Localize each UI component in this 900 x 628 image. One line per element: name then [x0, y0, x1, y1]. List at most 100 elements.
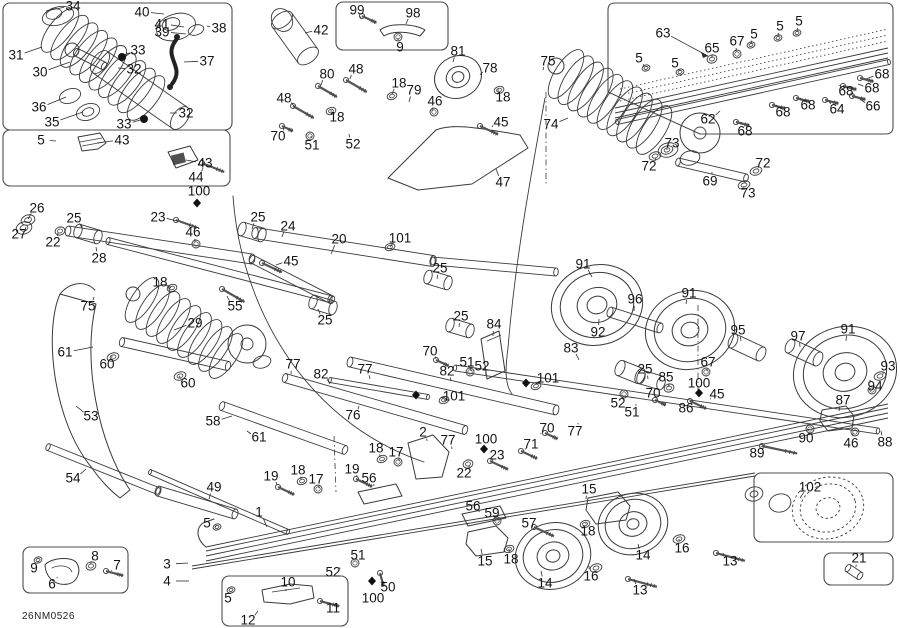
part-label-57: 57 [521, 516, 536, 531]
part-label-77: 77 [567, 424, 582, 439]
part-label-68: 68 [737, 124, 752, 139]
part-label-18: 18 [290, 463, 305, 478]
part-label-97: 97 [790, 329, 805, 344]
callout-leader [865, 75, 874, 80]
part-label-80: 80 [319, 67, 334, 82]
callout-leader [75, 405, 84, 413]
part-label-46: 46 [427, 94, 442, 109]
callout-leader [756, 168, 759, 170]
callout-leader [715, 110, 721, 116]
part-label-91: 91 [575, 257, 590, 272]
part-label-25: 25 [250, 210, 265, 225]
drawing-code: 26NM0526 [22, 611, 75, 622]
callout-leader [326, 378, 331, 385]
part-label-51: 51 [459, 355, 474, 370]
callout-leader [275, 481, 278, 486]
callout-leader [283, 127, 285, 131]
callout-leader [775, 104, 778, 108]
part-label-23: 23 [150, 210, 165, 225]
part-label-18: 18 [368, 441, 383, 456]
part-label-22: 22 [456, 466, 471, 481]
callout-leader [685, 299, 688, 305]
glue-marker [522, 378, 530, 388]
part-label-39: 39 [154, 25, 169, 40]
arrowhead [701, 52, 708, 58]
part-label-9: 9 [396, 40, 404, 55]
part-label-100: 100 [362, 591, 385, 606]
callout-leader [206, 25, 211, 28]
part-label-13: 13 [632, 583, 647, 598]
part-label-45: 45 [493, 115, 508, 130]
callout-leader [150, 12, 165, 15]
part-label-68: 68 [864, 81, 879, 96]
part-label-77: 77 [285, 357, 300, 372]
part-label-5: 5 [795, 14, 803, 29]
part-label-98: 98 [405, 6, 420, 21]
callout-leader [357, 405, 360, 410]
part-label-14: 14 [635, 548, 651, 563]
callout-leader [27, 213, 32, 220]
part-label-60: 60 [180, 376, 195, 391]
callout-leader [262, 518, 268, 528]
part-label-66: 66 [865, 99, 880, 114]
callout-leader [325, 602, 328, 604]
part-label-76: 76 [345, 408, 360, 423]
callout-leader [799, 491, 805, 499]
part-label-12: 12 [240, 613, 255, 628]
part-label-68: 68 [874, 67, 889, 82]
callout-leader [183, 60, 199, 63]
callout-leader [542, 67, 545, 71]
part-label-5: 5 [37, 133, 45, 148]
callout-leader [654, 157, 657, 161]
part-label-46: 46 [843, 436, 858, 451]
part-label-31: 31 [8, 48, 23, 63]
part-label-101: 101 [443, 389, 466, 404]
part-label-15: 15 [477, 554, 492, 569]
part-label-70: 70 [539, 421, 554, 436]
part-label-77: 77 [440, 433, 455, 448]
part-label-51: 51 [624, 405, 639, 420]
part-label-33: 33 [130, 43, 145, 58]
callout-leader [132, 119, 141, 123]
glue-marker [695, 388, 703, 398]
part-label-18: 18 [329, 110, 344, 125]
callout-leader [435, 356, 437, 360]
callout-leader [275, 262, 283, 266]
part-label-87: 87 [835, 393, 850, 408]
part-label-61: 61 [251, 430, 266, 445]
part-label-2: 2 [419, 425, 427, 440]
callout-leader [391, 88, 395, 95]
part-label-52: 52 [345, 137, 360, 152]
part-label-68: 68 [775, 105, 790, 120]
callout-leader [587, 269, 593, 278]
part-label-48: 48 [348, 62, 363, 77]
part-label-20: 20 [331, 232, 346, 247]
part-label-68: 68 [800, 98, 815, 113]
part-label-102: 102 [799, 480, 822, 495]
part-label-72: 72 [641, 159, 656, 174]
part-label-52: 52 [610, 396, 625, 411]
part-label-89: 89 [749, 446, 764, 461]
part-label-37: 37 [199, 54, 214, 69]
part-label-49: 49 [206, 480, 221, 495]
callout-leader [73, 346, 94, 352]
part-label-53: 53 [83, 409, 98, 424]
part-label-56: 56 [465, 499, 480, 514]
glue-marker [412, 390, 420, 400]
callout-leader [167, 285, 172, 289]
callout-leader [722, 552, 725, 556]
callout-leader [226, 295, 230, 301]
glue-marker [368, 576, 376, 586]
callout-leader [408, 96, 411, 103]
callout-leader [633, 578, 637, 584]
part-label-44: 44 [188, 170, 204, 185]
part-label-56: 56 [361, 471, 376, 486]
callout-leader [495, 168, 500, 176]
callout-leader [880, 430, 883, 436]
part-label-91: 91 [681, 286, 696, 301]
part-label-67: 67 [700, 355, 715, 370]
callout-leader [348, 133, 351, 138]
callout-leader [389, 242, 394, 248]
part-label-13: 13 [722, 554, 737, 569]
part-label-82: 82 [439, 364, 454, 379]
